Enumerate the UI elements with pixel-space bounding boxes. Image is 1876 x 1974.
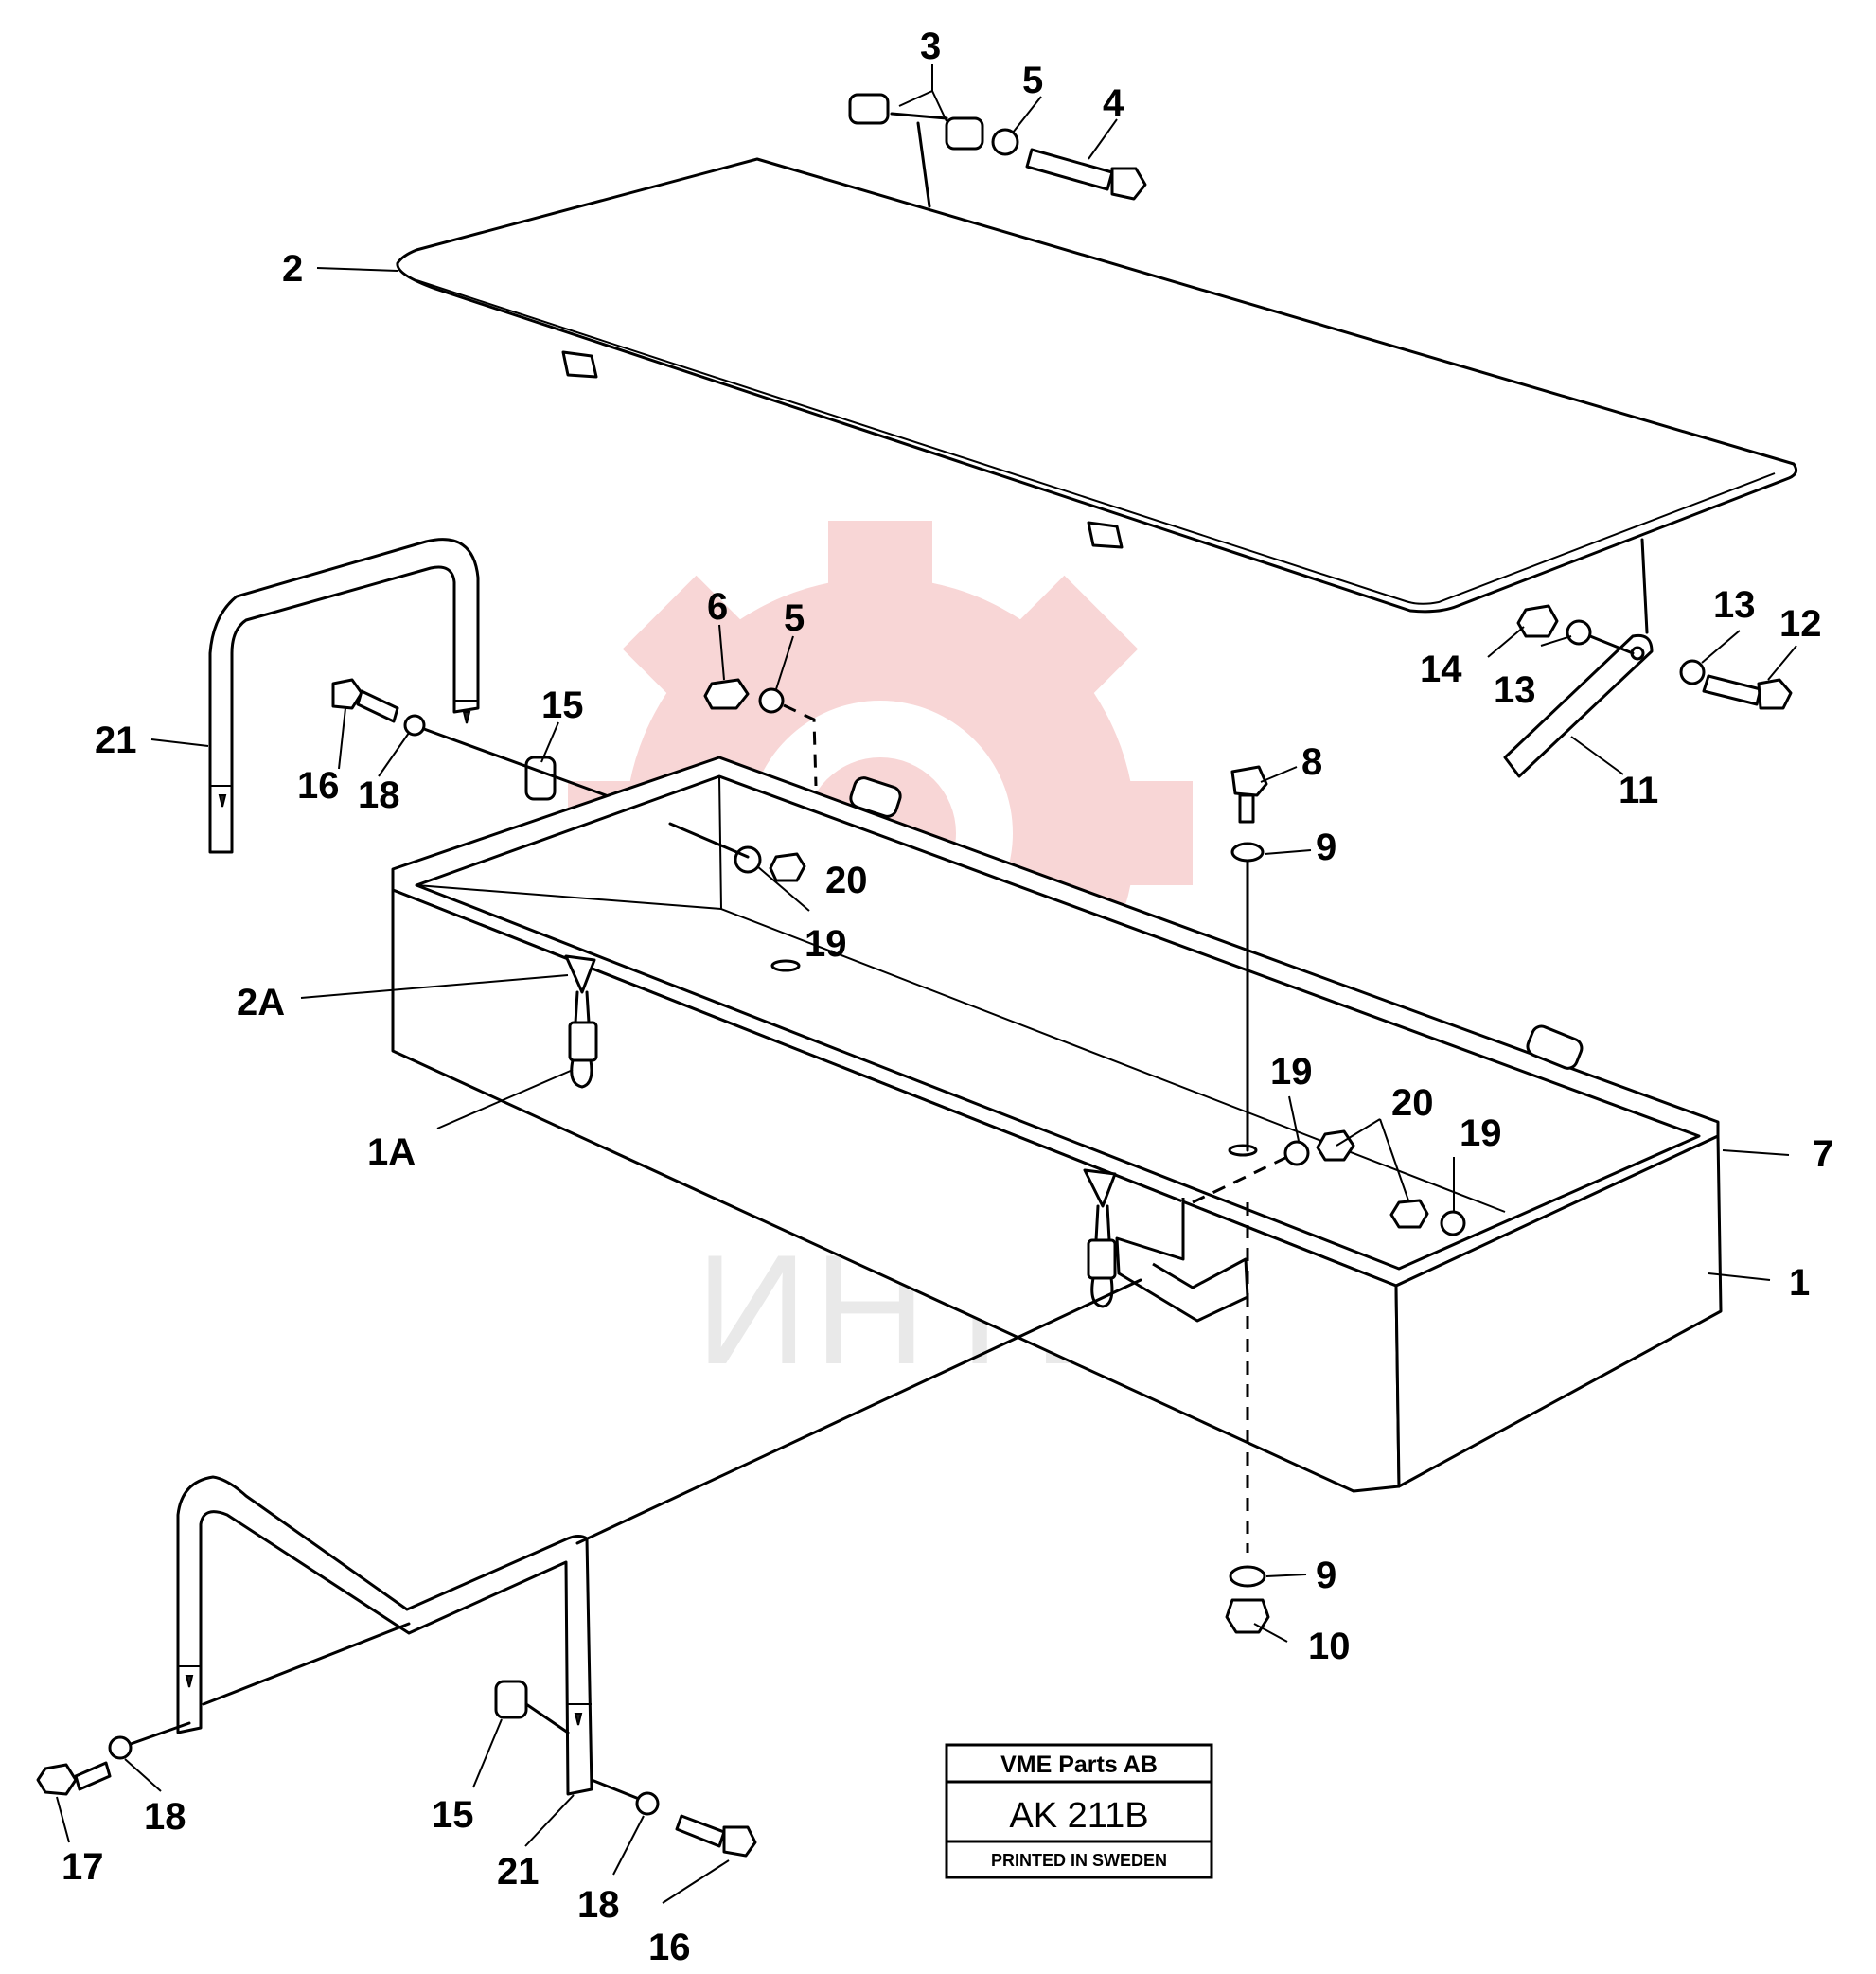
label-15-top: 15 — [541, 685, 584, 726]
nut-14 — [1516, 604, 1559, 638]
washer-5-top — [991, 128, 1019, 156]
label-19-upper: 19 — [805, 923, 847, 965]
label-19-right: 19 — [1460, 1112, 1502, 1154]
washer-18-top — [403, 714, 426, 737]
label-19-mid: 19 — [1270, 1051, 1313, 1093]
bolt-16-top — [331, 678, 399, 723]
hinge-bushing-3 — [848, 93, 984, 151]
bolt-8 — [1230, 765, 1268, 824]
title-company: VME Parts AB — [1000, 1752, 1158, 1778]
washer-13-right — [1679, 659, 1706, 685]
label-5-mid: 5 — [784, 597, 805, 639]
washer-18-bottom-right — [635, 1791, 660, 1816]
handle-rail-bottom — [176, 1475, 593, 1796]
nut-10 — [1225, 1598, 1270, 1634]
bolt-17 — [36, 1761, 112, 1796]
label-4: 4 — [1103, 82, 1124, 124]
washer-9-top — [1230, 842, 1265, 863]
lid — [396, 157, 1798, 614]
washer-19-upper — [734, 845, 762, 874]
label-9-bottom: 9 — [1316, 1555, 1336, 1596]
bolt-12 — [1702, 674, 1793, 710]
nut-20-lower-b — [1389, 1199, 1429, 1229]
leader-lines — [56, 64, 1797, 1904]
label-1A: 1A — [367, 1131, 416, 1173]
title-code: AK 211B — [1009, 1796, 1148, 1836]
washer-19-lower-a — [1283, 1140, 1310, 1166]
label-7: 7 — [1813, 1133, 1833, 1175]
label-1: 1 — [1789, 1262, 1810, 1304]
label-9-top: 9 — [1316, 827, 1336, 868]
label-13-right: 13 — [1713, 584, 1756, 626]
label-21-top: 21 — [95, 720, 137, 761]
label-10: 10 — [1308, 1626, 1351, 1667]
label-18-top: 18 — [358, 774, 400, 816]
label-14: 14 — [1420, 649, 1462, 690]
label-2: 2 — [282, 248, 303, 290]
latch-left — [564, 954, 598, 1089]
label-16-bottom: 16 — [648, 1927, 691, 1968]
washer-5-mid — [758, 687, 785, 714]
label-21-bottom: 21 — [497, 1851, 540, 1893]
title-block: VME Parts AB AK 211B PRINTED IN SWEDEN — [945, 1743, 1213, 1879]
nut-20-upper — [769, 852, 806, 882]
label-5-top: 5 — [1022, 60, 1043, 101]
label-20-lower: 20 — [1391, 1082, 1434, 1124]
washer-19-lower-b — [1440, 1210, 1466, 1236]
label-16-top: 16 — [297, 765, 340, 807]
label-2A: 2A — [237, 982, 285, 1023]
label-20-upper: 20 — [825, 860, 868, 901]
tool-box — [391, 756, 1723, 1493]
label-17: 17 — [62, 1846, 104, 1888]
mount-bracket — [1115, 1198, 1249, 1323]
label-13-left: 13 — [1494, 669, 1536, 711]
label-11: 11 — [1619, 770, 1658, 811]
leader-3 — [890, 112, 948, 208]
bolt-4 — [1025, 148, 1147, 201]
nut-6 — [703, 678, 750, 710]
washer-9-bottom — [1229, 1565, 1266, 1588]
bolt-16-bottom — [675, 1814, 757, 1858]
latch-right — [1083, 1168, 1117, 1308]
label-15-bottom: 15 — [432, 1794, 474, 1836]
spacer-15-top — [524, 756, 557, 801]
handle-rail-top — [208, 538, 480, 854]
nut-20-lower-a — [1316, 1129, 1355, 1162]
spacer-15-bottom — [494, 1680, 528, 1719]
label-18-bottom-left: 18 — [144, 1796, 186, 1838]
label-3: 3 — [920, 26, 941, 67]
washer-13-left — [1566, 619, 1592, 646]
label-18-bottom-right: 18 — [577, 1884, 620, 1926]
washer-18-bottom-left — [108, 1735, 133, 1760]
label-6: 6 — [707, 586, 728, 628]
label-8: 8 — [1301, 741, 1322, 783]
stay-bracket-11 — [1503, 633, 1654, 778]
title-printed: PRINTED IN SWEDEN — [991, 1851, 1167, 1870]
label-12: 12 — [1779, 603, 1822, 645]
